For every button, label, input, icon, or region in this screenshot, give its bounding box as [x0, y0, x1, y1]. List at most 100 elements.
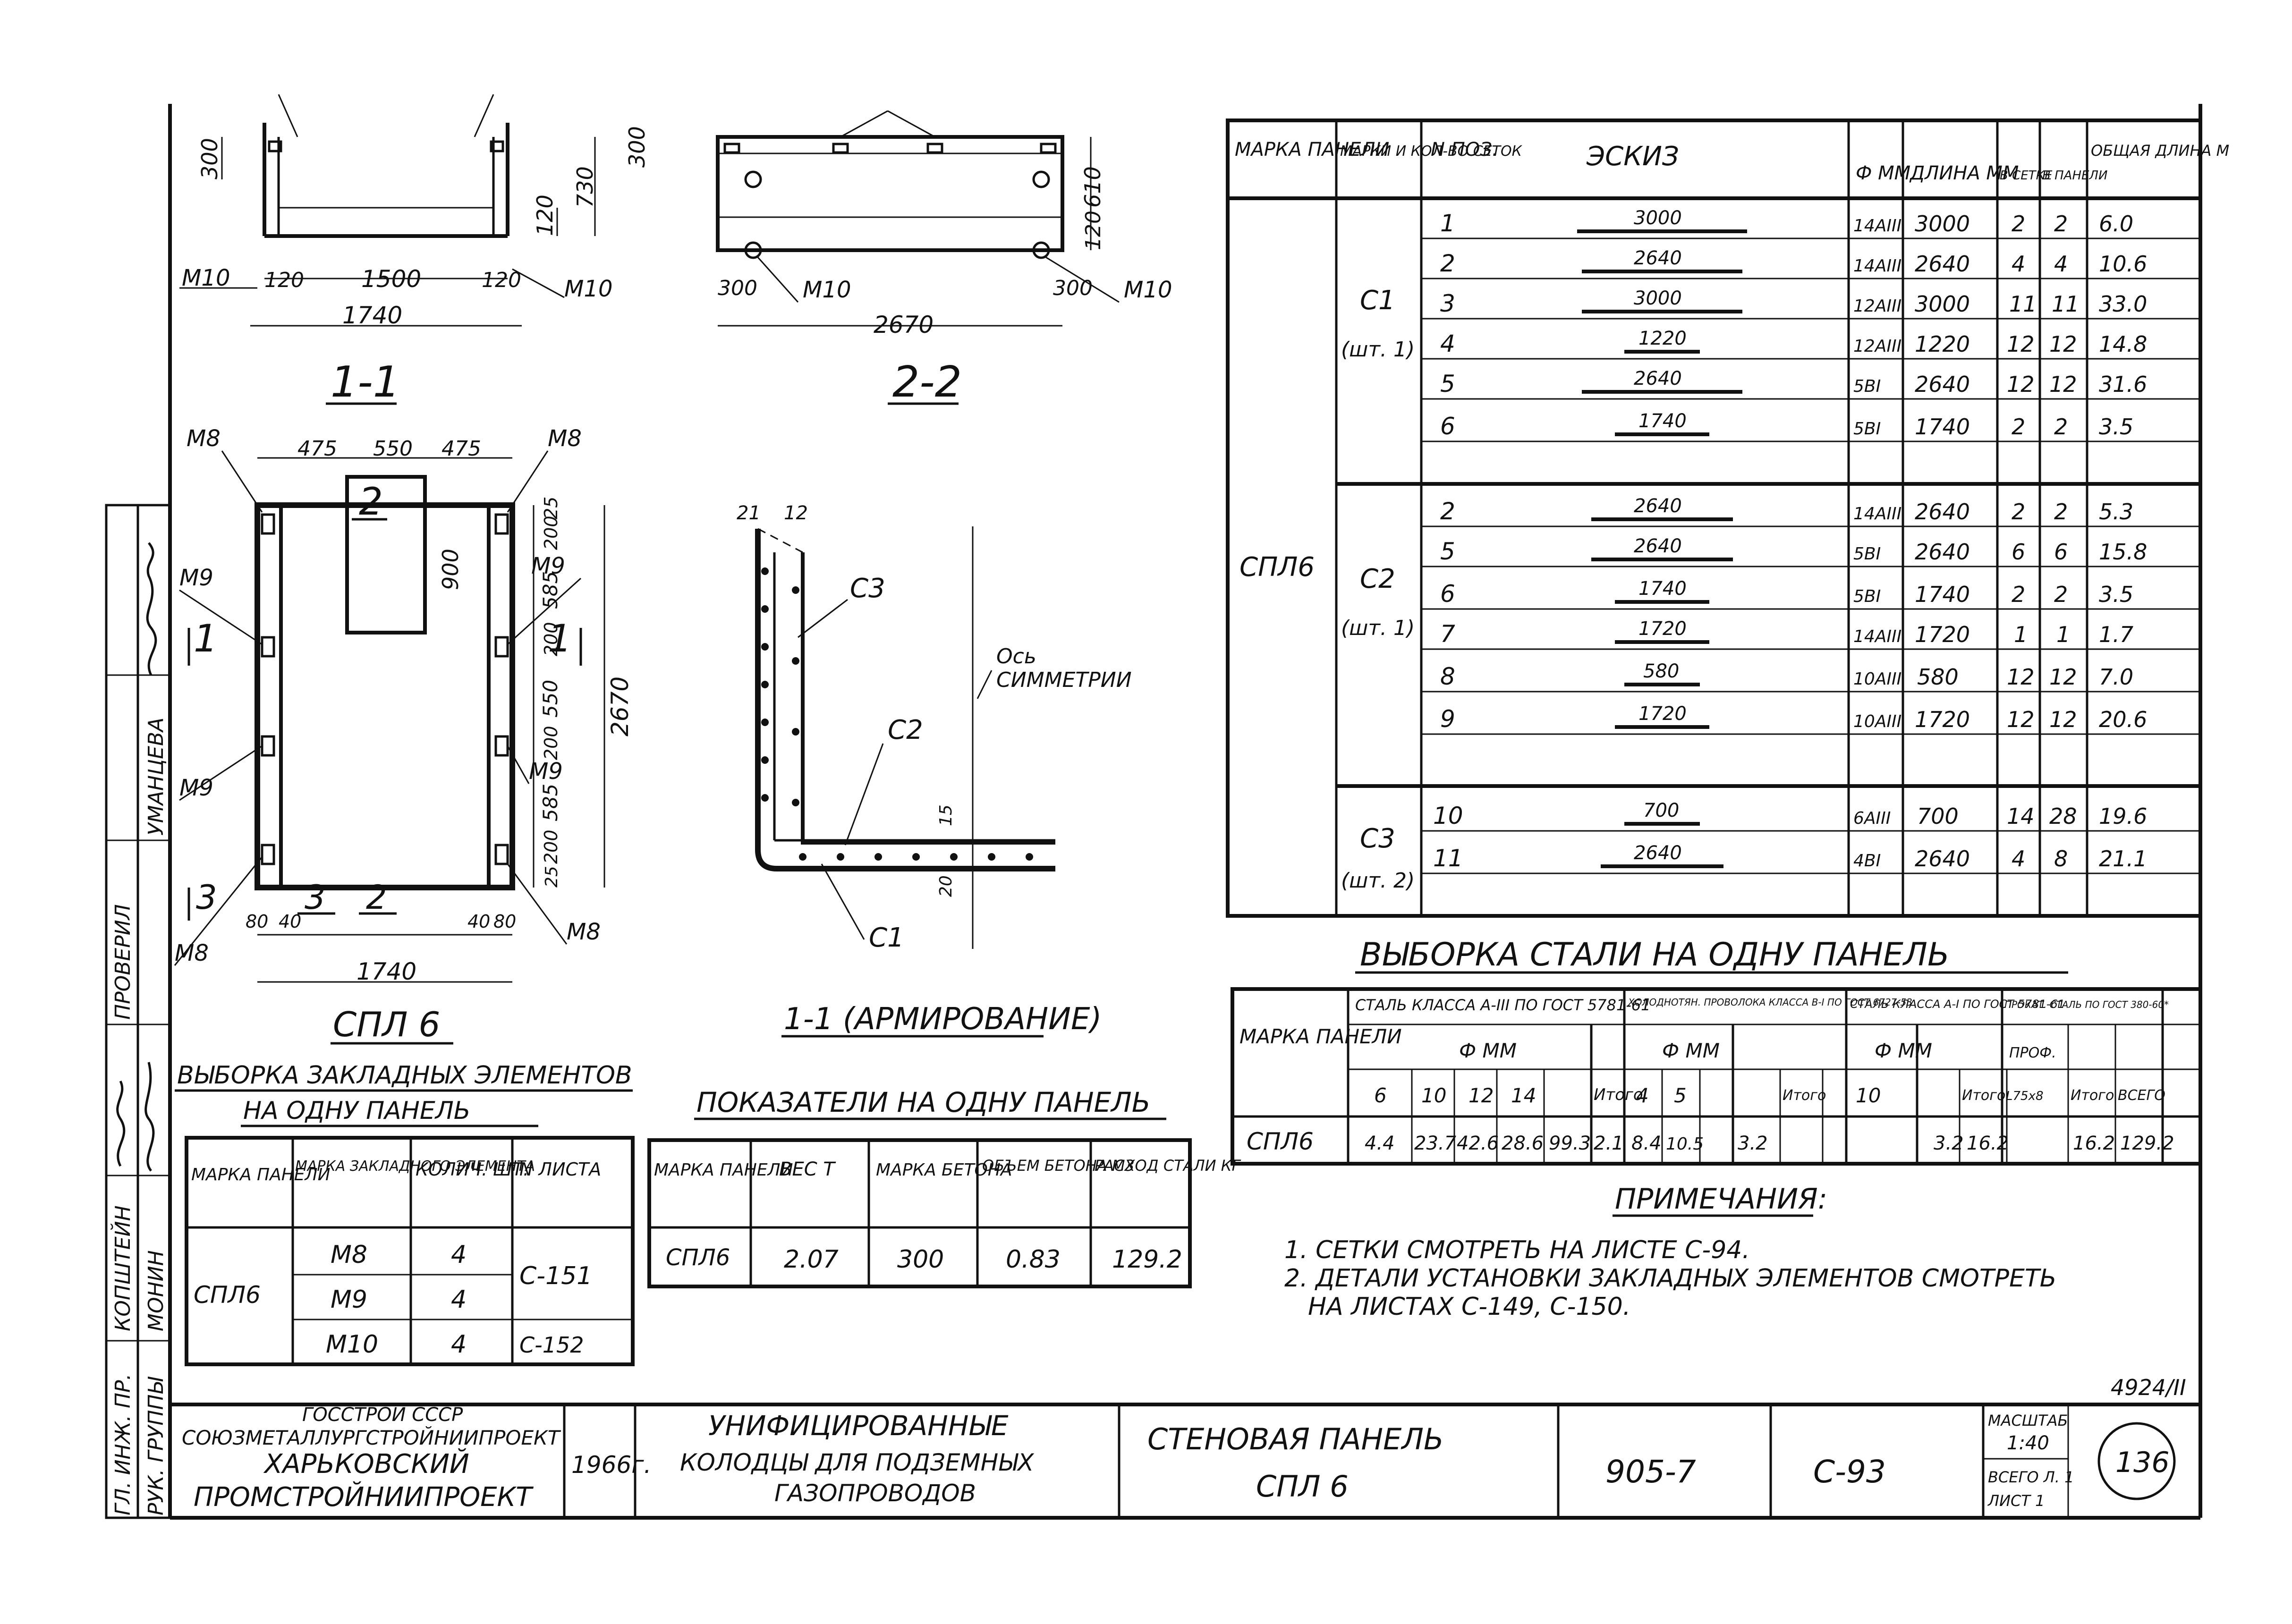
cell-len: 1220 — [1915, 331, 1970, 357]
table-row: 5 2640 5BI 2640 12 12 31.6 — [1440, 368, 2147, 398]
callout-2: 2 — [366, 878, 387, 917]
cell-panel: 2 — [2054, 499, 2068, 524]
cell-len: 700 — [1917, 804, 1959, 829]
cell-len: 580 — [1917, 664, 1959, 690]
embedded-elements-table: ВЫБОРКА ЗАКЛАДНЫХ ЭЛЕМЕНТОВ НА ОДНУ ПАНЕ… — [175, 1061, 635, 1366]
cell-value: 2.1 — [1594, 1133, 1624, 1154]
col-sub: 5 — [1674, 1084, 1687, 1107]
project-line: УНИФИЦИРОВАННЫЕ — [708, 1410, 1009, 1442]
cell-value: 23.7 — [1414, 1133, 1457, 1154]
cell-sketch: 1720 — [1638, 703, 1687, 725]
cell-panel: 12 — [2049, 372, 2077, 397]
axis-label: Ось — [996, 644, 1036, 668]
cell-sketch: 2640 — [1634, 368, 1682, 389]
cell-total: 3.5 — [2099, 582, 2133, 607]
cell-value: 99.3 — [1549, 1133, 1591, 1154]
marker-label: M10 — [182, 265, 230, 291]
elevation-1-1: 300 730 120 120 1500 120 1740 M10 M10 — [179, 94, 613, 329]
cell-total: 1.7 — [2099, 622, 2133, 647]
series: 905-7 — [1605, 1454, 1696, 1490]
cell-dia: 5BI — [1853, 587, 1881, 606]
dim-label: 120 — [532, 195, 558, 236]
cell-dia: 14AIII — [1853, 256, 1902, 276]
cell-value: 3.2 — [1738, 1133, 1768, 1154]
marker-label: M8 — [548, 425, 582, 452]
callout-1: 1 — [548, 617, 572, 660]
cell-dia: 5BI — [1853, 419, 1881, 439]
col-header: Итого — [2071, 1087, 2114, 1104]
dim-label: 80 — [493, 911, 516, 932]
dim-label: 550 — [373, 437, 413, 461]
cell-sketch: 3000 — [1634, 288, 1682, 309]
cell-pos: 5 — [1440, 370, 1455, 398]
col-header: ДЛИНА ММ — [1909, 162, 2019, 184]
note-line: 2. ДЕТАЛИ УСТАНОВКИ ЗАКЛАДНЫХ ЭЛЕМЕНТОВ … — [1284, 1264, 2056, 1293]
dim-label: 40 — [467, 911, 490, 932]
col-header: ВСЕГО — [2118, 1087, 2165, 1104]
cell-total: 3.5 — [2099, 414, 2133, 440]
cell-el: M8 — [331, 1241, 367, 1269]
cell-mesh: 12 — [2007, 372, 2035, 397]
cell-value: 0.83 — [1006, 1245, 1061, 1274]
col-header: МАРКА ПАНЕЛИ — [1235, 139, 1389, 161]
col-header: КОЛИЧ. ШТ. — [416, 1159, 529, 1180]
cell-value: 16.2 — [2073, 1133, 2115, 1154]
cell-mesh: 2 — [2012, 582, 2025, 607]
reinforcement-title: 1-1 (АРМИРОВАНИЕ) — [784, 1002, 1102, 1037]
dim-label: 25 — [542, 866, 561, 888]
dim-label: 200 — [541, 726, 561, 760]
stamp-role-group-head: РУК. ГРУППЫ — [144, 1376, 168, 1515]
cell-total: 10.6 — [2099, 251, 2147, 277]
embedded-title-2: НА ОДНУ ПАНЕЛЬ — [243, 1097, 470, 1125]
col-header: СТАЛЬ КЛАССА А-III ПО ГОСТ 5781-61 — [1355, 996, 1651, 1014]
dim-label: 120 — [1081, 211, 1105, 250]
col-header: Ф ММ — [1459, 1039, 1517, 1062]
col-header: ПРОФ. — [2009, 1045, 2056, 1061]
dim-label: 2670 — [606, 677, 634, 736]
cell-pos: 7 — [1440, 620, 1455, 648]
col-header: Итого — [1962, 1087, 2005, 1104]
stamp-name-kopshtein: КОПШТЕЙН — [110, 1205, 135, 1331]
marker-label: M8 — [187, 425, 221, 452]
dim-label: 550 — [539, 680, 562, 718]
cell-total: 21.1 — [2099, 846, 2147, 871]
table-row: 9 1720 10AIII 1720 12 12 20.6 — [1440, 703, 2147, 733]
dim-label: 200 — [541, 829, 561, 864]
cell-mesh: 2 — [2012, 211, 2025, 237]
cell-len: 2640 — [1915, 251, 1970, 277]
dim-label: 1740 — [357, 958, 416, 985]
cell-sheet: C-152 — [519, 1332, 584, 1358]
cell-dia: 14AIII — [1853, 627, 1902, 646]
org-line: ГОССТРОЙ СССР — [302, 1403, 463, 1426]
col-sub: 6 — [1374, 1084, 1387, 1107]
steel-table-title: ВЫБОРКА СТАЛИ НА ОДНУ ПАНЕЛЬ — [1360, 936, 1950, 973]
rebar-dots — [761, 567, 1033, 861]
table-row: 11 2640 4BI 2640 4 8 21.1 — [1433, 842, 2147, 872]
col-header: СТАЛЬ КЛАССА А-I ПО ГОСТ 5781-61 — [1850, 998, 2065, 1011]
signature — [116, 1080, 126, 1167]
mesh-qty: (шт. 1) — [1341, 616, 1415, 640]
cell-panel: 12 — [2049, 664, 2077, 690]
table-row: 2 2640 14AIII 2640 2 2 5.3 — [1440, 495, 2133, 525]
cell-panel: 2 — [2054, 414, 2068, 440]
side-stamp: ГЛ. ИНЖ. ПР. РУК. ГРУППЫ ПРОВЕРИЛ КОПШТЕ… — [105, 504, 171, 1519]
col-header: МАРКИ И КОЛ-ВО СЕТОК — [1340, 143, 1523, 160]
table-row: 6 1740 5BI 1740 2 2 3.5 — [1440, 410, 2133, 440]
embedded-title-1: ВЫБОРКА ЗАКЛАДНЫХ ЭЛЕМЕНТОВ — [177, 1061, 632, 1090]
table-row: 7 1720 14AIII 1720 1 1 1.7 — [1440, 618, 2133, 648]
cell-len: 2640 — [1915, 372, 1970, 397]
rebar-table: МАРКА ПАНЕЛИ МАРКИ И КОЛ-ВО СЕТОК N ПОЗ.… — [1226, 118, 2229, 918]
panel-view: 475 550 475 2 25 200 585 200 550 200 585… — [174, 425, 634, 1045]
cell-sketch: 1720 — [1638, 618, 1687, 640]
row-mark: СПЛ6 — [1247, 1128, 1314, 1155]
dim-label: 300 — [624, 126, 650, 168]
col-header: Итого — [1783, 1087, 1826, 1104]
cell-dia: 14AIII — [1853, 504, 1902, 524]
notes: ПРИМЕЧАНИЯ: 1. СЕТКИ СМОТРЕТЬ НА ЛИСТЕ С… — [1284, 1183, 2056, 1321]
cell-dia: 10AIII — [1853, 712, 1902, 731]
rebar-label: C1 — [869, 922, 904, 953]
title-block: ГОССТРОЙ СССР СОЮЗМЕТАЛЛУРГСТРОЙНИИПРОЕК… — [170, 1375, 2200, 1518]
dim-label: 2670 — [874, 311, 934, 338]
section-title-2-2: 2-2 — [892, 357, 962, 407]
cell-pos: 2 — [1440, 250, 1455, 277]
